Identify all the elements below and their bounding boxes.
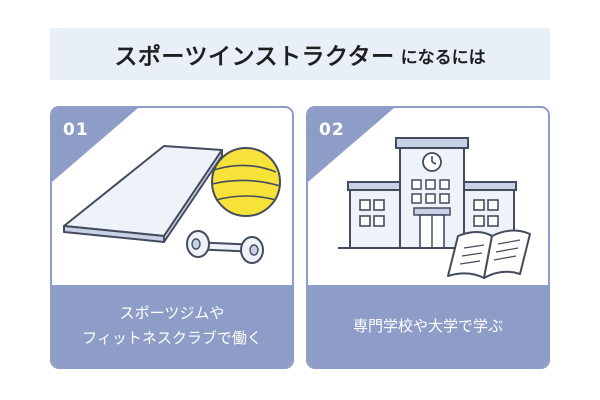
gym-illustration (63, 145, 281, 264)
step-number: 01 (63, 120, 89, 140)
title-banner: スポーツインストラクター になるには (50, 28, 550, 80)
caption-line-1: スポーツジムや (119, 304, 225, 322)
step-number: 02 (319, 120, 345, 140)
step-caption: 専門学校や大学で学ぶ (308, 285, 548, 367)
exercise-ball-icon (211, 147, 281, 217)
corner-badge (308, 108, 394, 182)
page-title: スポーツインストラクター (114, 44, 395, 70)
page-title-suffix: になるには (400, 48, 486, 68)
exercise-mat-icon (63, 145, 223, 243)
dumbbell-icon (186, 230, 264, 264)
clock-icon (422, 152, 442, 172)
step-card-01: 01 スポーツジムや フィットネスクラブで働く (50, 106, 294, 369)
caption-line-1: 専門学校や大学で学ぶ (352, 316, 503, 335)
corner-badge (52, 108, 138, 182)
school-illustration (338, 137, 531, 279)
step-caption: スポーツジムや フィットネスクラブで働く (52, 285, 292, 367)
step-card-02: 02 (306, 106, 550, 369)
open-book-icon (447, 229, 531, 279)
caption-line-2: フィットネスクラブで働く (82, 329, 262, 347)
